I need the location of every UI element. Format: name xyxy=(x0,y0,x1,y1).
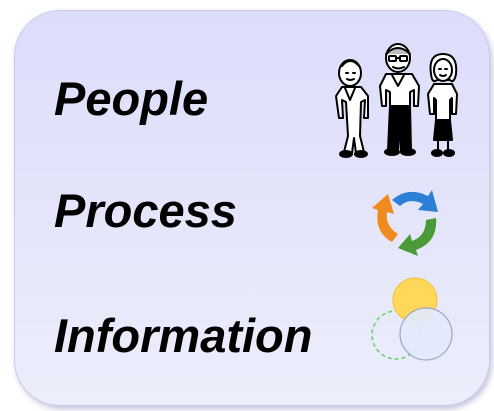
people-group-icon xyxy=(335,43,458,158)
label-information: Information xyxy=(54,309,313,362)
cycle-arrows-icon xyxy=(372,190,438,256)
overlapping-circles-icon xyxy=(371,277,453,361)
green-arrow-icon xyxy=(398,218,437,256)
label-process: Process xyxy=(54,184,237,237)
blue-arrow-icon xyxy=(392,190,438,212)
label-people: People xyxy=(54,72,209,125)
orange-arrow-icon xyxy=(372,194,398,242)
